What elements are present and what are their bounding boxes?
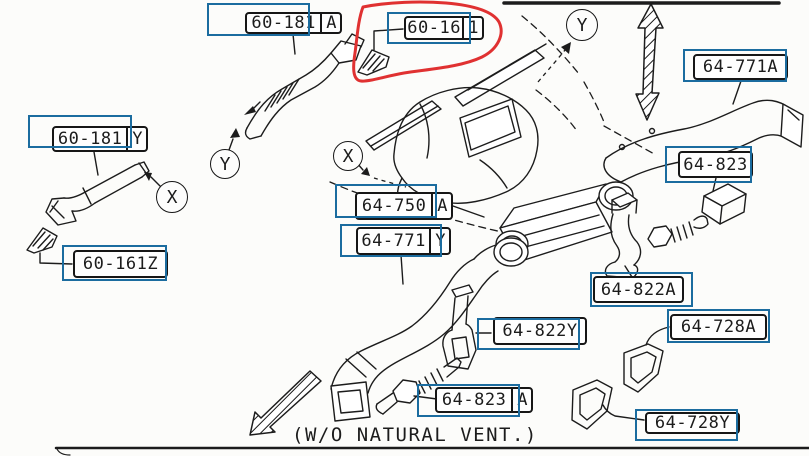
clip-60-161 (357, 28, 404, 76)
highlight-box-60-161Z[interactable] (62, 245, 167, 281)
marker-letter: X (342, 145, 354, 167)
highlight-box-64-823[interactable] (665, 146, 752, 183)
highlight-box-64-822Y[interactable] (477, 318, 580, 350)
main-hvac-unit (365, 43, 634, 263)
part-number: 64-823 (441, 390, 507, 410)
part-number: 64-771 (361, 231, 426, 251)
highlight-box-64-823A[interactable] (417, 384, 520, 417)
clip-60-161Z (26, 227, 73, 265)
view-marker-Y-left: Y (210, 149, 240, 179)
part-label-64-728Y: 64-728Y (645, 412, 740, 434)
marker-letter: Y (219, 153, 231, 175)
part-number: 64-823 (683, 154, 748, 175)
elbow-64-822A (604, 192, 642, 279)
view-marker-Y-top: Y (566, 9, 598, 41)
part-label-64-822A: 64-822A (593, 276, 684, 303)
bottom-border-line (54, 446, 809, 456)
part-number: 64-728Y (654, 413, 731, 433)
hatched-arrow-bottom-left (249, 370, 322, 436)
highlight-box-60-181A[interactable] (207, 3, 310, 36)
part-suffix: A (511, 389, 531, 411)
highlight-box-64-750A[interactable] (335, 184, 437, 218)
hose-center-right (647, 215, 709, 248)
part-label-60-161Z: 60-161Z (73, 250, 168, 278)
part-suffix: A (431, 194, 451, 218)
highlight-box-64-771Y[interactable] (340, 224, 442, 257)
sleeve-64-823 (701, 183, 747, 225)
view-marker-X-center: X (333, 141, 363, 171)
view-marker-X-left: X (156, 181, 188, 213)
figure-caption: (W/O NATURAL VENT.) (292, 424, 538, 446)
elbow-64-822Y (442, 284, 477, 370)
highlight-box-64-728Y[interactable] (635, 409, 738, 441)
marker-arrows (144, 42, 571, 188)
highlight-box-60-181Y[interactable] (28, 115, 132, 148)
red-annotation-ellipse (352, 0, 503, 83)
part-number: 64-771A (702, 57, 779, 77)
part-label-64-823: 64-823 (678, 151, 753, 178)
part-number: 64-822A (600, 279, 677, 300)
part-label-64-822Y: 64-822Y (493, 317, 587, 345)
gasket-64-728Y (571, 379, 613, 430)
duct-64-771A (603, 99, 804, 183)
duct-60-181Y (45, 161, 150, 226)
highlight-box-60-161[interactable] (387, 12, 471, 44)
part-label-64-728A: 64-728A (670, 314, 767, 340)
part-number: 64-822Y (502, 321, 578, 341)
part-suffix: 1 (462, 18, 482, 38)
part-number: 60-181 (251, 13, 316, 33)
part-number: 60-161Z (82, 254, 159, 274)
highlight-box-64-771A[interactable] (683, 49, 787, 82)
highlight-box-64-822A[interactable] (590, 272, 693, 307)
hatched-arrow-vertical (635, 3, 664, 121)
marker-letter: Y (576, 14, 588, 36)
part-suffix: A (320, 14, 340, 32)
duct-64-771Y (330, 237, 529, 422)
part-suffix: Y (126, 128, 146, 150)
part-number: 60-181 (57, 129, 123, 149)
hose-64-823A (375, 357, 462, 415)
marker-letter: X (166, 186, 178, 208)
part-number: 64-750 (361, 196, 427, 216)
highlight-box-64-728A[interactable] (667, 309, 770, 343)
part-number: 60-16 (407, 18, 461, 38)
part-label-64-771A: 64-771A (693, 54, 788, 80)
gasket-64-728A (623, 343, 664, 393)
part-number: 64-728A (680, 317, 757, 337)
duct-60-181A (244, 33, 365, 140)
